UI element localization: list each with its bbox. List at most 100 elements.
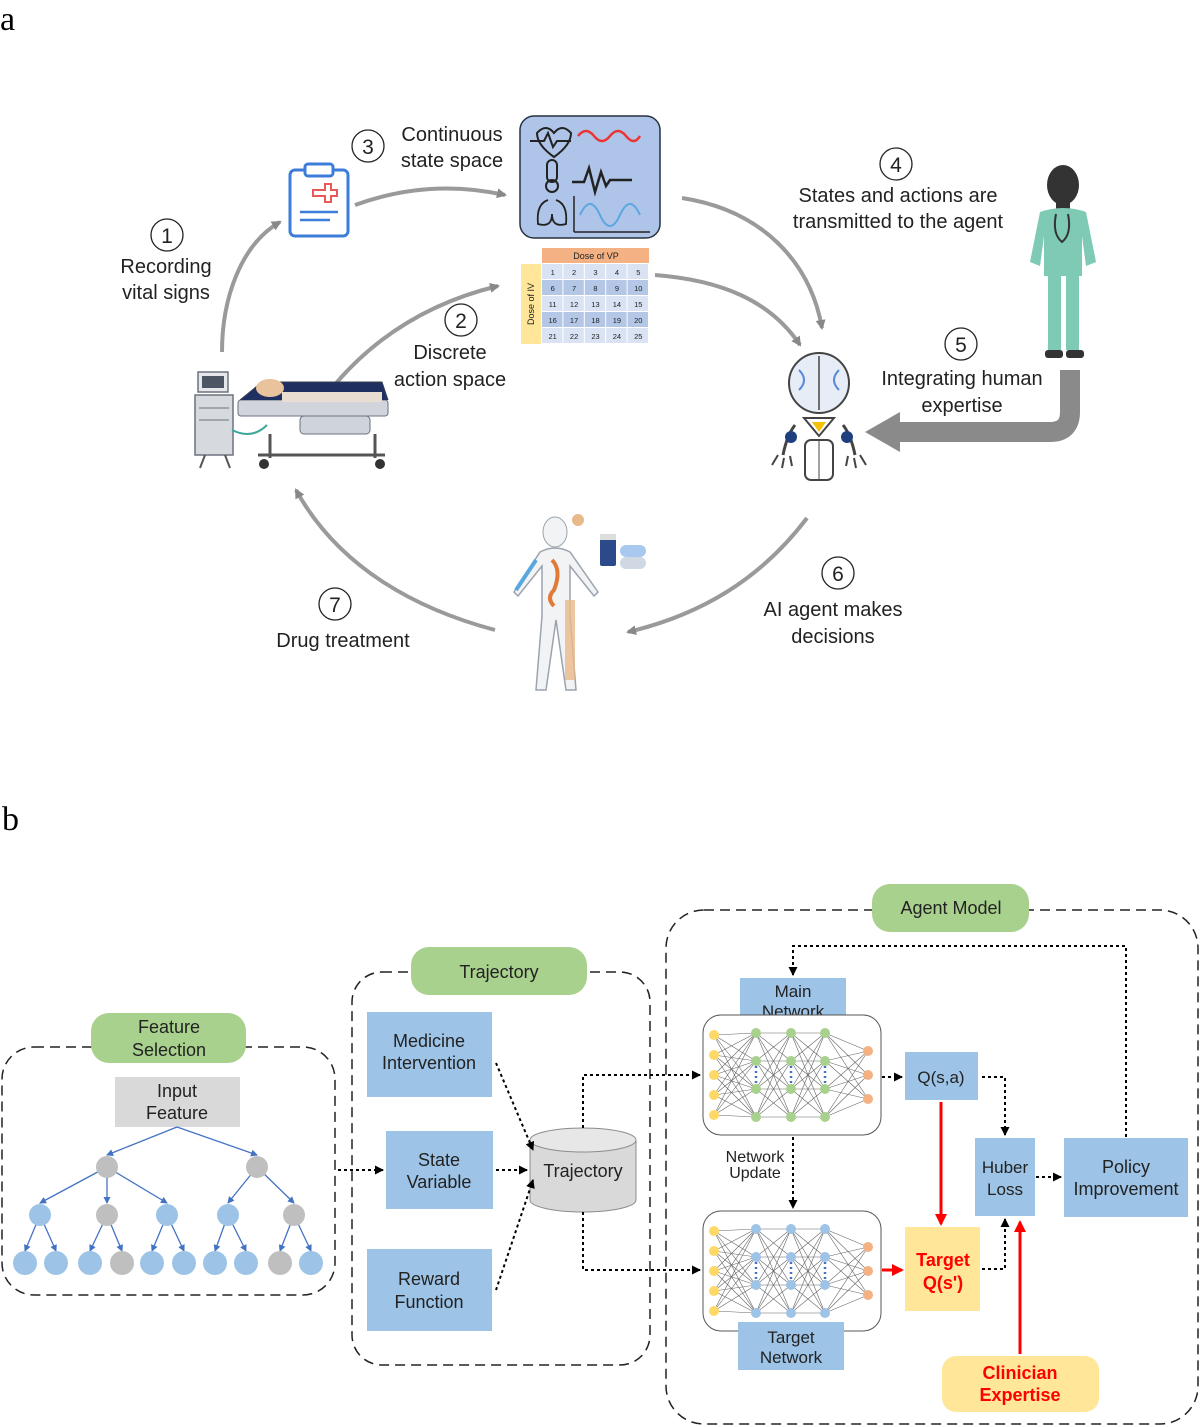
action-cell-value: 16: [549, 316, 557, 325]
state-monitor-icon: [519, 115, 661, 239]
tree-node: [156, 1204, 178, 1226]
feature-selection-title-2: Selection: [132, 1040, 206, 1060]
nn-node: [863, 1242, 873, 1252]
step-1-num: 1: [161, 225, 173, 248]
action-cell-value: 4: [615, 268, 619, 277]
nn-edge: [713, 1114, 757, 1118]
nn-node: [786, 1084, 796, 1094]
nn-edge: [713, 1284, 757, 1292]
nn-edge: [713, 1230, 757, 1286]
nn-edge: [824, 1246, 869, 1314]
action-cell-value: 25: [634, 332, 642, 341]
action-cell-value: 23: [591, 332, 599, 341]
step-3-line1: Continuous: [401, 124, 502, 146]
nn-edge: [713, 1054, 757, 1090]
main-network-nodes: [709, 1028, 873, 1122]
action-cell-value: 17: [570, 316, 578, 325]
policy-line1: Policy: [1102, 1157, 1150, 1177]
trajectory-database-label: Trajectory: [543, 1161, 622, 1181]
nn-edge: [790, 1284, 826, 1314]
tree-node: [246, 1156, 268, 1178]
main-network-graph: [702, 1014, 882, 1136]
step-5-num: 5: [955, 334, 967, 357]
target-q-line2: Q(s'): [923, 1273, 963, 1293]
target-network-label-box: [738, 1322, 844, 1370]
nn-edge: [713, 1230, 757, 1258]
step-5-line1: Integrating human: [881, 368, 1042, 390]
action-cell: [627, 328, 648, 343]
nn-edge: [824, 1032, 869, 1052]
action-cell: [563, 264, 584, 279]
agent-model-title: Agent Model: [900, 898, 1001, 918]
action-cell: [563, 296, 584, 311]
nn-node: [709, 1110, 719, 1120]
tree-leaf: [44, 1251, 68, 1275]
huber-loss-box: [975, 1138, 1035, 1216]
nn-edge: [824, 1270, 869, 1314]
nn-edge: [713, 1074, 757, 1090]
tree-leaf: [234, 1251, 258, 1275]
nn-node: [863, 1046, 873, 1056]
nn-edge: [824, 1228, 869, 1296]
action-cell: [563, 280, 584, 295]
step-2: 2 Discrete action space: [394, 303, 506, 391]
nn-edge: [713, 1228, 757, 1312]
nn-node: [786, 1056, 796, 1066]
nn-node: [786, 1028, 796, 1038]
tree-edge: [39, 1166, 108, 1204]
step-4-line1: States and actions are: [798, 185, 997, 207]
nn-edge: [824, 1256, 869, 1272]
tree-node: [29, 1204, 51, 1226]
action-cell-value: 22: [570, 332, 578, 341]
action-cell: [542, 296, 563, 311]
nn-edge: [790, 1032, 826, 1118]
nn-edge: [713, 1270, 757, 1314]
nn-node: [709, 1306, 719, 1316]
nn-edge: [824, 1074, 869, 1090]
input-feature-line2: Feature: [146, 1103, 208, 1123]
step-6: 6 AI agent makes decisions: [764, 556, 902, 648]
medicine-intervention-box: [367, 1012, 492, 1097]
nn-node: [709, 1090, 719, 1100]
action-cell-value: 2: [572, 268, 576, 277]
nn-edge: [755, 1088, 792, 1118]
clinician-line1: Clinician: [982, 1363, 1057, 1383]
step-3: 3 Continuous state space: [351, 124, 503, 172]
target-q-box: [905, 1227, 980, 1311]
action-cell-value: 13: [591, 300, 599, 309]
tree-node: [217, 1204, 239, 1226]
action-cell-value: 11: [549, 300, 557, 309]
step-2-line1: Discrete: [413, 342, 486, 364]
target-network-line2: Network: [760, 1348, 823, 1367]
nn-edge: [824, 1228, 869, 1248]
nn-edge: [790, 1088, 826, 1118]
nn-node: [820, 1056, 830, 1066]
nn-node: [751, 1252, 761, 1262]
step-4-line2: transmitted to the agent: [793, 211, 1004, 233]
decision-tree: [13, 1126, 323, 1275]
nn-node: [786, 1252, 796, 1262]
nn-edge: [824, 1270, 869, 1286]
nn-edge: [824, 1256, 869, 1296]
expertise-red-arrows: [882, 1102, 1026, 1354]
nn-edge: [713, 1228, 757, 1252]
tree-leaf: [268, 1251, 292, 1275]
nn-edge: [713, 1034, 757, 1118]
tree-edge: [106, 1126, 178, 1157]
network-update-line2: Update: [729, 1165, 781, 1182]
action-cell-value: 9: [615, 284, 619, 293]
nn-edge: [713, 1250, 757, 1314]
tree-node: [96, 1204, 118, 1226]
nn-edge: [713, 1284, 757, 1312]
nn-edge: [824, 1060, 869, 1100]
nn-edge: [713, 1088, 757, 1116]
flow-arrows: [338, 945, 1127, 1291]
action-cell-value: 1: [551, 268, 555, 277]
step-3-num: 3: [362, 136, 374, 159]
state-line2: Variable: [407, 1172, 472, 1192]
action-cell-value: 15: [634, 300, 642, 309]
nn-node: [709, 1246, 719, 1256]
nn-node: [751, 1280, 761, 1290]
nn-node: [709, 1266, 719, 1276]
state-line1: State: [418, 1150, 460, 1170]
